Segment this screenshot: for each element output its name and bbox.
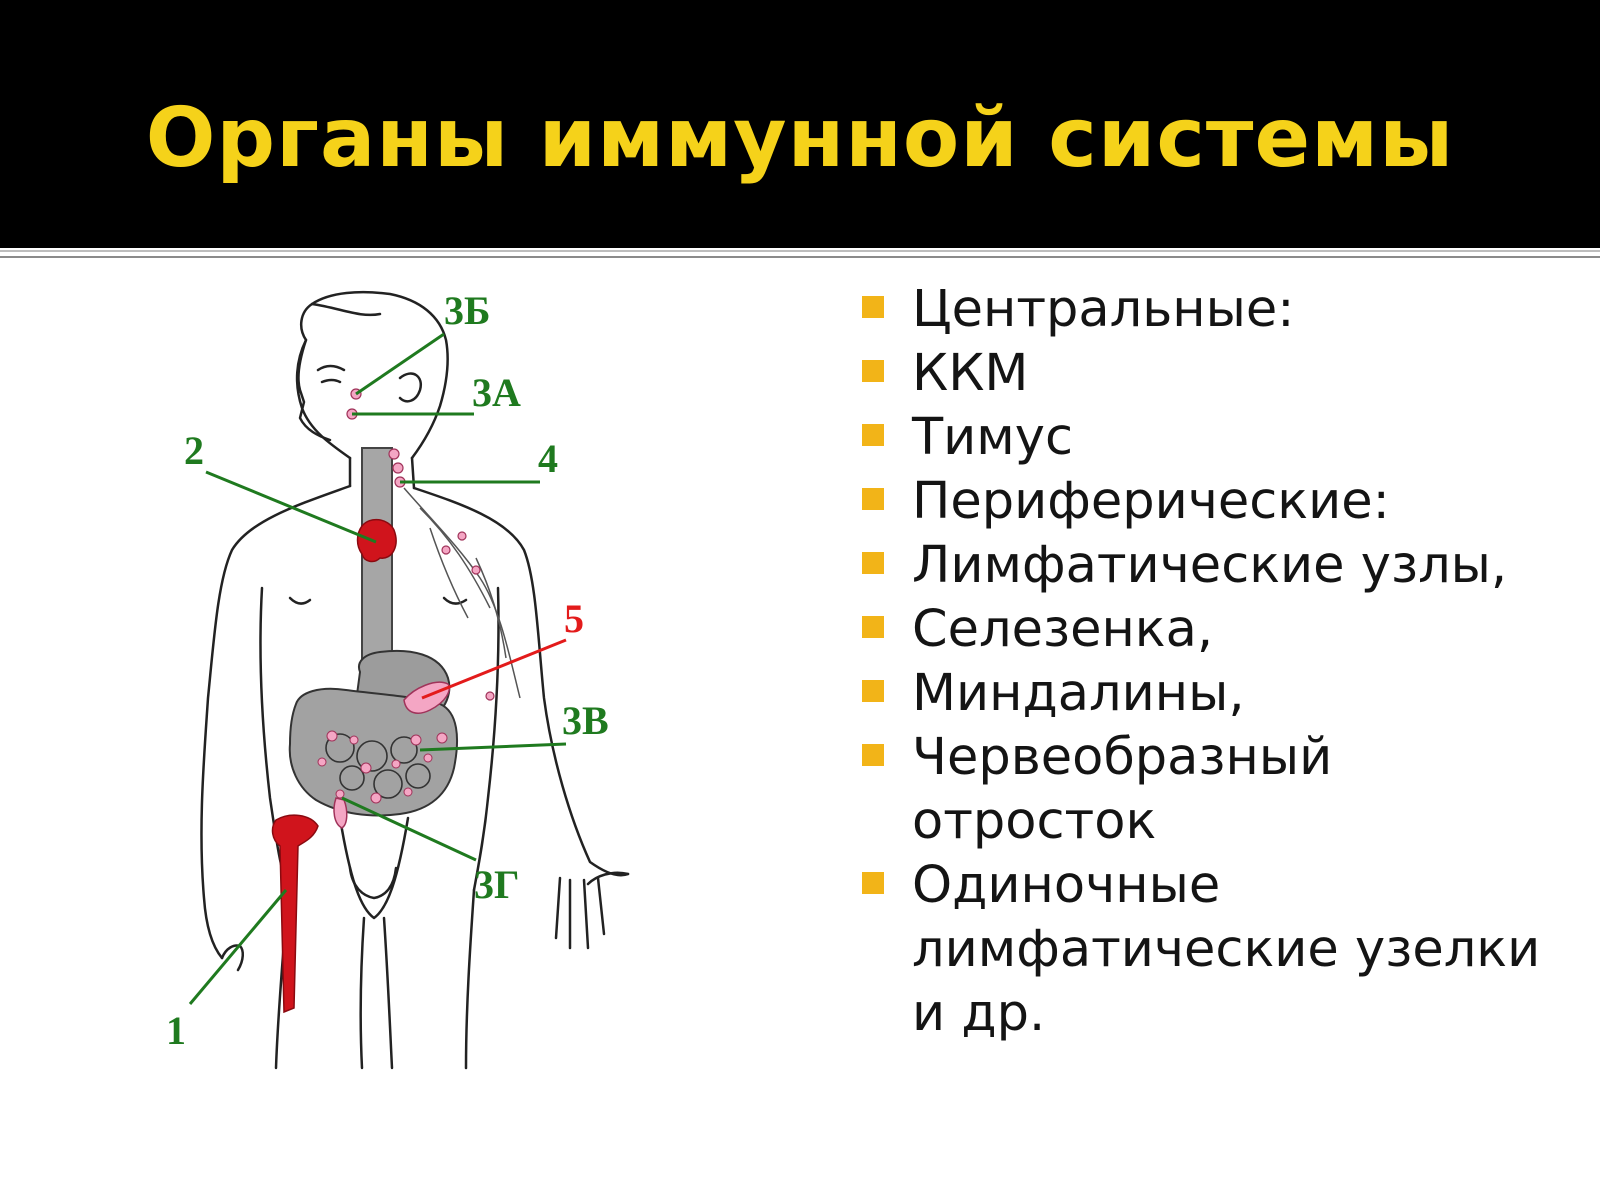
list-item-text: Периферические:	[912, 472, 1390, 531]
divider-line	[0, 250, 1600, 252]
list-item: Периферические:	[860, 470, 1580, 534]
list-item-text: Одиночные лимфатические узелки и др.	[912, 856, 1541, 1043]
label-3b: 3Б	[444, 288, 490, 333]
list-item: Миндалины,	[860, 662, 1580, 726]
bullet-square-icon	[862, 872, 884, 894]
list-item: Центральные:	[860, 278, 1580, 342]
intestine-loops	[325, 733, 431, 799]
list-item-text: Миндалины,	[912, 664, 1245, 723]
list-item-text: Селезенка,	[912, 600, 1214, 659]
bullet-square-icon	[862, 552, 884, 574]
list-item: Тимус	[860, 406, 1580, 470]
bullet-square-icon	[862, 488, 884, 510]
bullet-square-icon	[862, 744, 884, 766]
label-5: 5	[564, 596, 584, 641]
label-4: 4	[538, 436, 558, 481]
divider-line-dark	[0, 256, 1600, 258]
thymus	[356, 518, 397, 563]
immune-system-diagram: 3Б 3А 2 4 5 3В 3Г 1	[166, 288, 630, 1070]
intestines	[288, 687, 459, 817]
slide-title: Органы иммунной системы	[145, 91, 1455, 186]
list-item: Лимфатические узлы,	[860, 534, 1580, 598]
label-1: 1	[166, 1008, 186, 1053]
label-2: 2	[184, 428, 204, 473]
list-item-text: Тимус	[912, 408, 1073, 467]
leader-lines	[188, 332, 567, 1005]
list-item-text: Червеобразный отросток	[912, 728, 1333, 851]
appendix	[333, 797, 348, 829]
esophagus	[361, 447, 393, 684]
organ-list: Центральные: ККМ Тимус Периферические: Л…	[860, 278, 1580, 1046]
bullet-square-icon	[862, 616, 884, 638]
bullet-square-icon	[862, 296, 884, 318]
title-bar	[0, 0, 1600, 248]
list-item: ККМ	[860, 342, 1580, 406]
bone-marrow	[271, 814, 319, 1014]
list-item-text: Лимфатические узлы,	[912, 536, 1508, 595]
diagram-labels: 3Б 3А 2 4 5 3В 3Г 1	[166, 288, 609, 1053]
list-item: Селезенка,	[860, 598, 1580, 662]
label-3a: 3А	[472, 370, 521, 415]
bullet-square-icon	[862, 680, 884, 702]
bullet-square-icon	[862, 360, 884, 382]
peyer-patches	[317, 730, 448, 804]
label-3v: 3В	[562, 698, 609, 743]
list-item: Червеобразный отросток	[860, 726, 1580, 854]
list-item-text: ККМ	[912, 344, 1029, 403]
bullet-square-icon	[862, 424, 884, 446]
list-item: Одиночные лимфатические узелки и др.	[860, 854, 1580, 1046]
label-3g: 3Г	[474, 862, 519, 907]
list-item-text: Центральные:	[912, 280, 1295, 339]
